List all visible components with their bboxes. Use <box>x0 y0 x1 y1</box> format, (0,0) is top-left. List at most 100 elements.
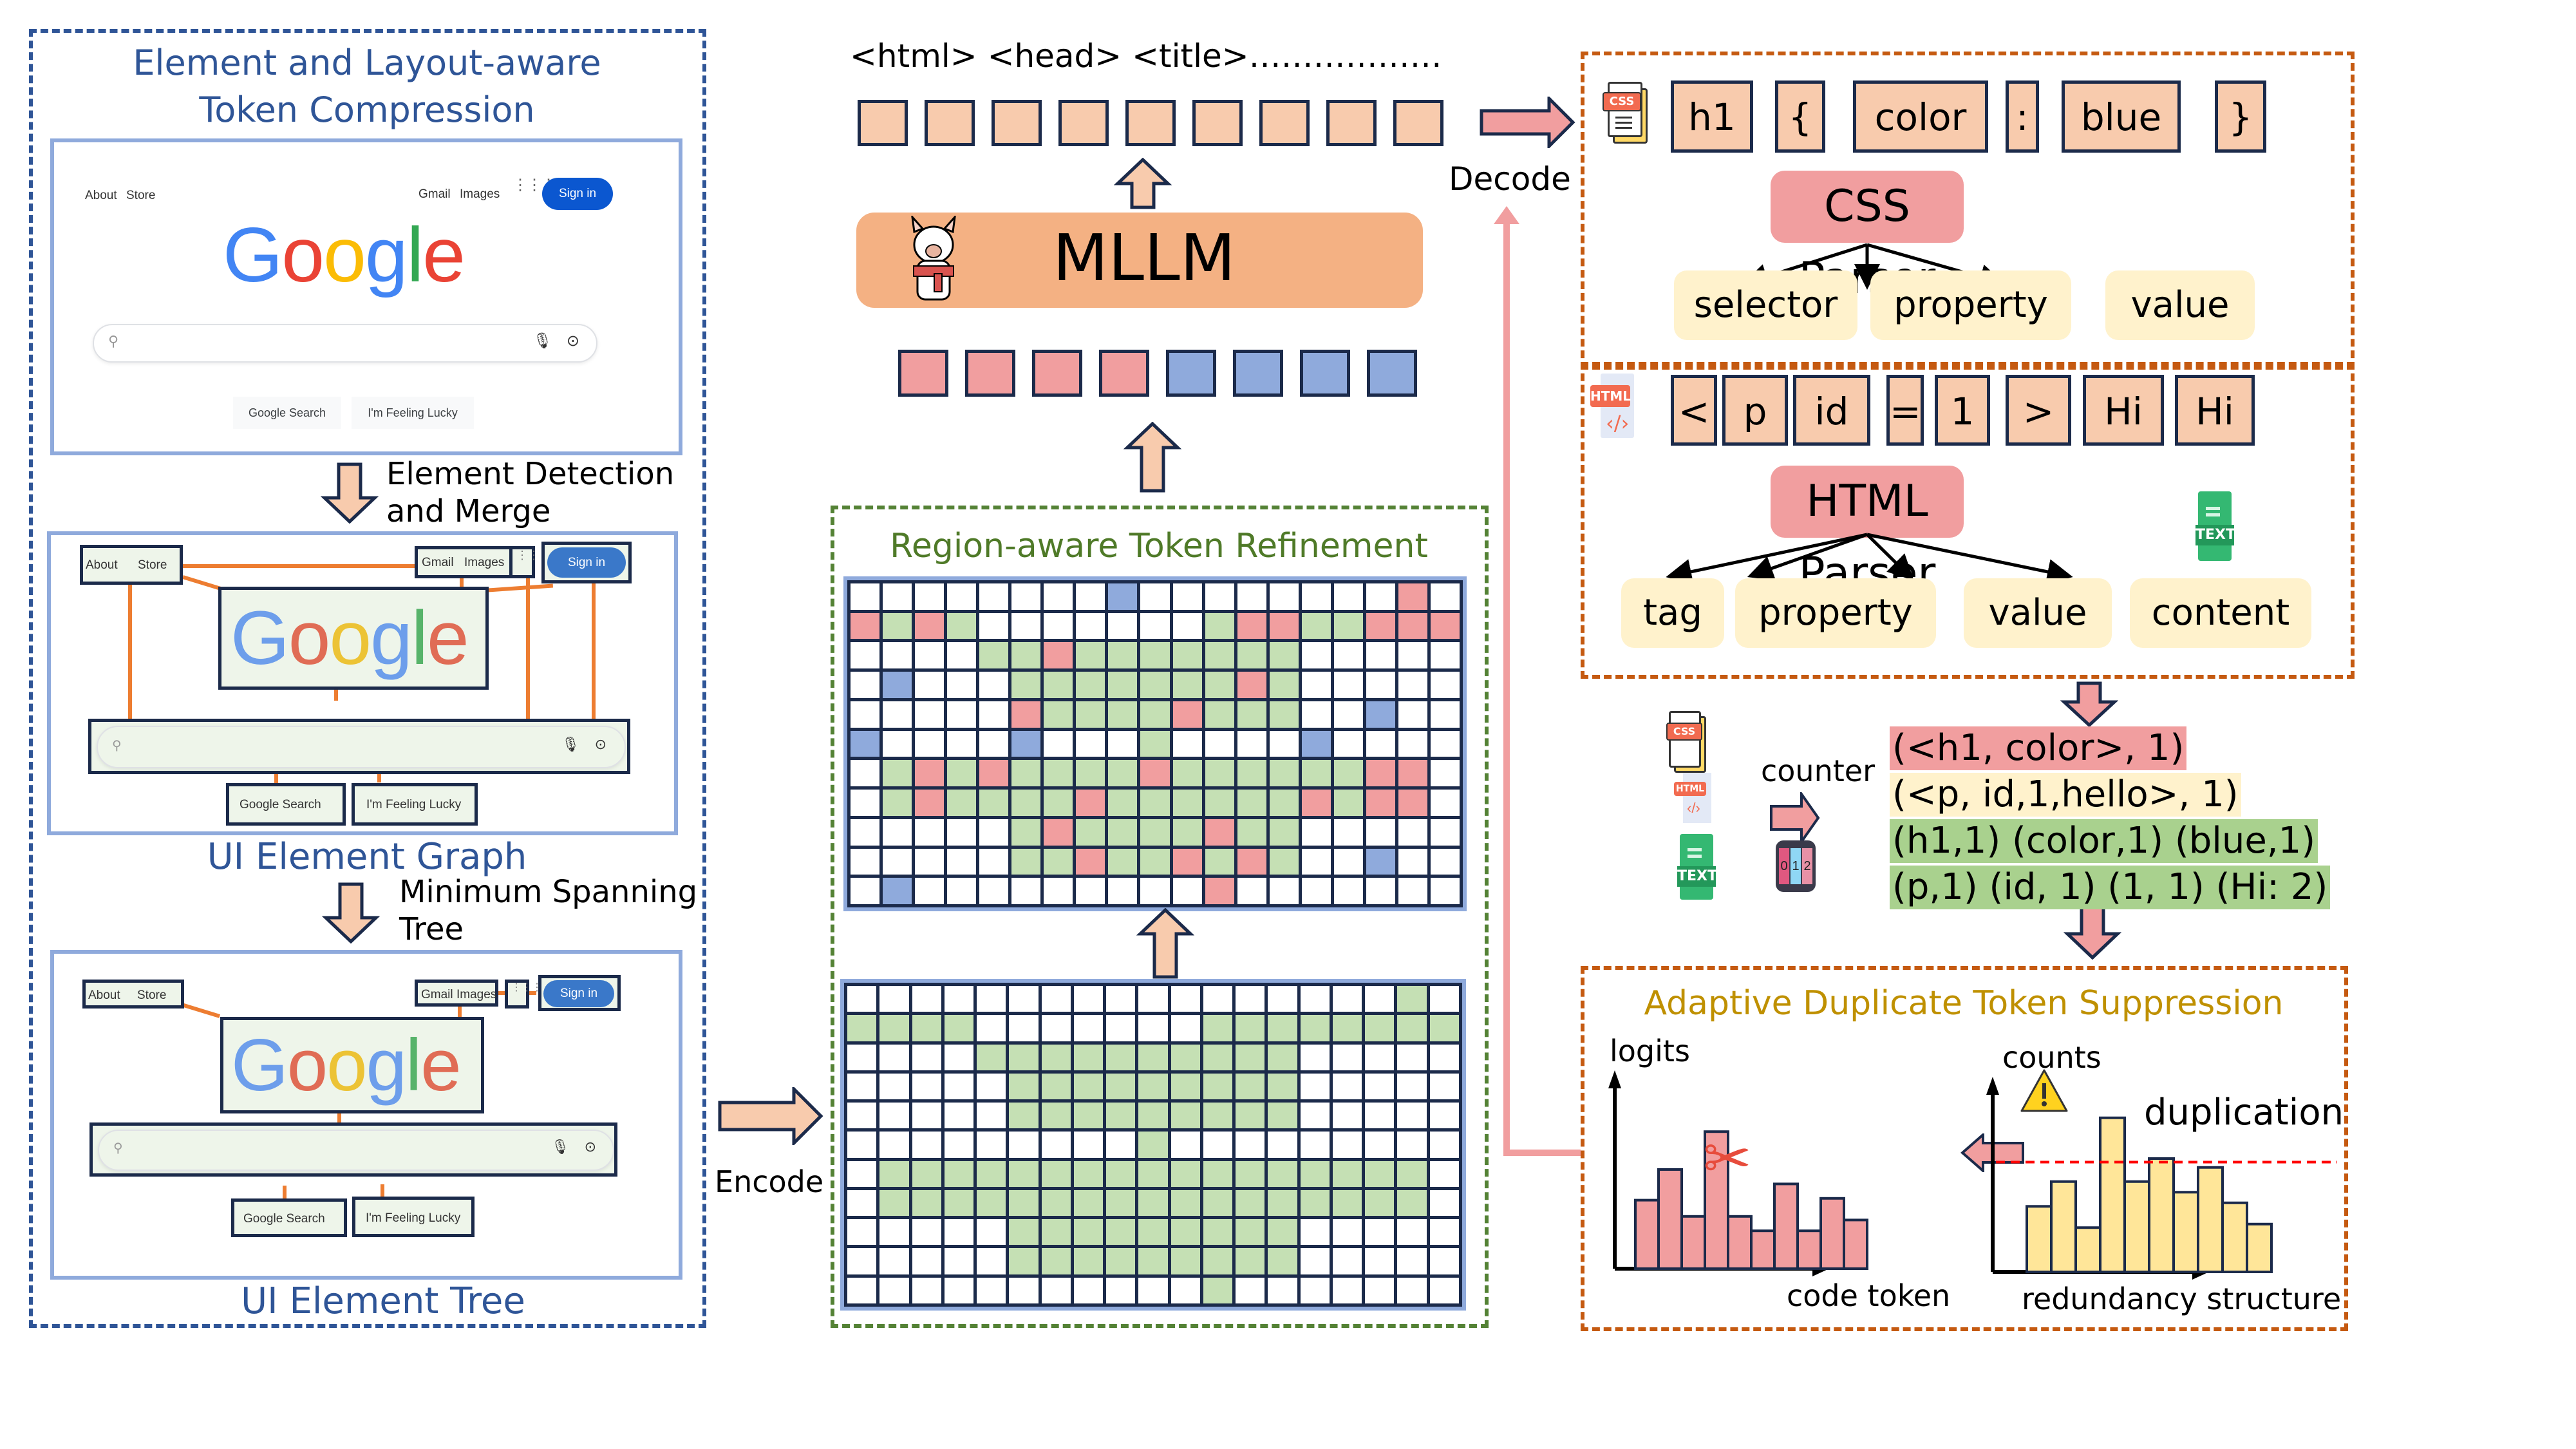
visual-token-cell <box>1268 1073 1297 1100</box>
refined-token-cell <box>1430 848 1460 875</box>
visual-token-cell <box>1170 1189 1200 1217</box>
visual-token-cell <box>1138 1044 1168 1070</box>
refined-token-cell <box>947 848 977 875</box>
ui-element-tree: About Store Gmail Images ⋮⋮⋮ Sign in Goo… <box>50 950 682 1280</box>
refined-token-cell <box>915 612 945 639</box>
refined-token-cell <box>851 760 880 787</box>
visual-token-cell <box>1268 1219 1297 1245</box>
visual-token-cell <box>912 1160 941 1187</box>
visual-token-cell <box>1268 1132 1297 1158</box>
input-token-blue <box>1166 350 1216 397</box>
refined-token-cell <box>1172 760 1202 787</box>
visual-token-cell <box>1300 1015 1330 1041</box>
refined-token-cell <box>1237 672 1266 698</box>
visual-token-cell <box>1106 1160 1136 1187</box>
count-bar <box>2246 1222 2273 1273</box>
graph-edge <box>526 573 530 722</box>
refined-token-cell <box>915 819 945 846</box>
visual-token-cell <box>1041 1103 1071 1129</box>
visual-token-cell <box>1138 1015 1168 1041</box>
visual-token-cell <box>1073 1189 1104 1217</box>
graph-edge <box>128 583 132 722</box>
visual-token-cell <box>1009 1160 1039 1187</box>
node-logo: Google <box>218 587 489 690</box>
visual-token-cell <box>879 986 909 1012</box>
visual-token-cell <box>1009 1132 1039 1158</box>
refined-token-cell <box>851 701 880 728</box>
visual-token-cell <box>977 1073 1006 1100</box>
refined-token-cell <box>1044 848 1073 875</box>
duplication-threshold-label: duplication <box>2144 1092 2344 1133</box>
text-file-icon: TEXT <box>2195 491 2235 564</box>
visual-token-cell <box>1300 1160 1330 1187</box>
visual-token-cell <box>1236 1219 1265 1245</box>
visual-token-cell <box>1170 1015 1200 1041</box>
visual-token-cell <box>1397 1073 1427 1100</box>
input-token-pink <box>1099 350 1149 397</box>
refined-token-cell <box>1301 583 1331 610</box>
visual-token-cell <box>847 1044 877 1070</box>
refined-token-cell <box>1237 790 1266 816</box>
visual-token-cell <box>977 1277 1006 1303</box>
refined-token-cell <box>1366 612 1395 639</box>
visual-token-cell <box>1429 1015 1459 1041</box>
refined-token-cell <box>1140 790 1170 816</box>
refined-token-cell <box>1172 583 1202 610</box>
search-icon: ⚲ <box>112 739 122 753</box>
visual-token-cell <box>1397 1160 1427 1187</box>
visual-token-cell <box>977 1103 1006 1129</box>
visual-token-cell <box>1073 1219 1104 1245</box>
refined-token-cell <box>883 672 912 698</box>
visual-token-cell <box>847 1073 877 1100</box>
refined-token-cell <box>1237 701 1266 728</box>
compression-panel <box>29 29 706 1328</box>
refined-token-cell <box>1366 672 1395 698</box>
refined-token-cell <box>1237 642 1266 669</box>
visual-token-cell <box>1041 1044 1071 1070</box>
visual-token-cell <box>944 1248 974 1274</box>
refined-token-cell <box>1011 583 1041 610</box>
visual-token-cell <box>1397 1189 1427 1217</box>
counts-axis-label: counts <box>2002 1040 2101 1075</box>
visual-token-cell <box>1203 1015 1233 1041</box>
refined-token-cell <box>1269 819 1299 846</box>
visual-token-cell <box>1365 1277 1395 1303</box>
tree-caption: UI Element Tree <box>241 1280 525 1322</box>
visual-token-cell <box>1236 1132 1265 1158</box>
visual-token-cell <box>1106 1073 1136 1100</box>
visual-token-cell <box>1332 1219 1362 1245</box>
css-parser-panel <box>1581 52 2355 370</box>
detection-label-line2: and Merge <box>386 493 551 529</box>
graph-edge <box>592 580 596 722</box>
visual-token-cell <box>1170 1073 1200 1100</box>
refined-token-cell <box>979 583 1009 610</box>
refined-token-cell <box>1398 848 1427 875</box>
html-file-icon: HTML ‹/› <box>1590 374 1635 444</box>
visual-token-cell <box>1429 1160 1459 1187</box>
visual-token-cell <box>1203 1219 1233 1245</box>
counts-chart <box>1986 1069 2337 1280</box>
visual-token-cell <box>1106 986 1136 1012</box>
camera-lens-icon: ⊙ <box>594 736 606 752</box>
google-logo: Google <box>223 212 465 298</box>
node-sign-in: Sign in <box>541 542 632 583</box>
refined-token-cell <box>1269 848 1299 875</box>
refined-token-cell <box>947 790 977 816</box>
refined-token-cell <box>1301 848 1331 875</box>
mllm-block: MLLM <box>856 213 1423 308</box>
logits-chart: ✂ <box>1608 1070 1868 1276</box>
refined-token-cell <box>1172 848 1202 875</box>
visual-token-cell <box>944 1132 974 1158</box>
refined-token-cell <box>1398 878 1427 904</box>
visual-token-cell <box>1138 1073 1168 1100</box>
visual-token-cell <box>1106 1277 1136 1303</box>
refined-token-cell <box>1044 583 1073 610</box>
refined-token-cell <box>1430 642 1460 669</box>
visual-token-cell <box>1429 986 1459 1012</box>
logo-letter: e <box>422 212 465 298</box>
refined-token-cell <box>1108 642 1138 669</box>
refined-token-cell <box>1269 642 1299 669</box>
refined-token-cell <box>1076 583 1105 610</box>
refined-token-cell <box>979 672 1009 698</box>
visual-token-cell <box>847 1015 877 1041</box>
